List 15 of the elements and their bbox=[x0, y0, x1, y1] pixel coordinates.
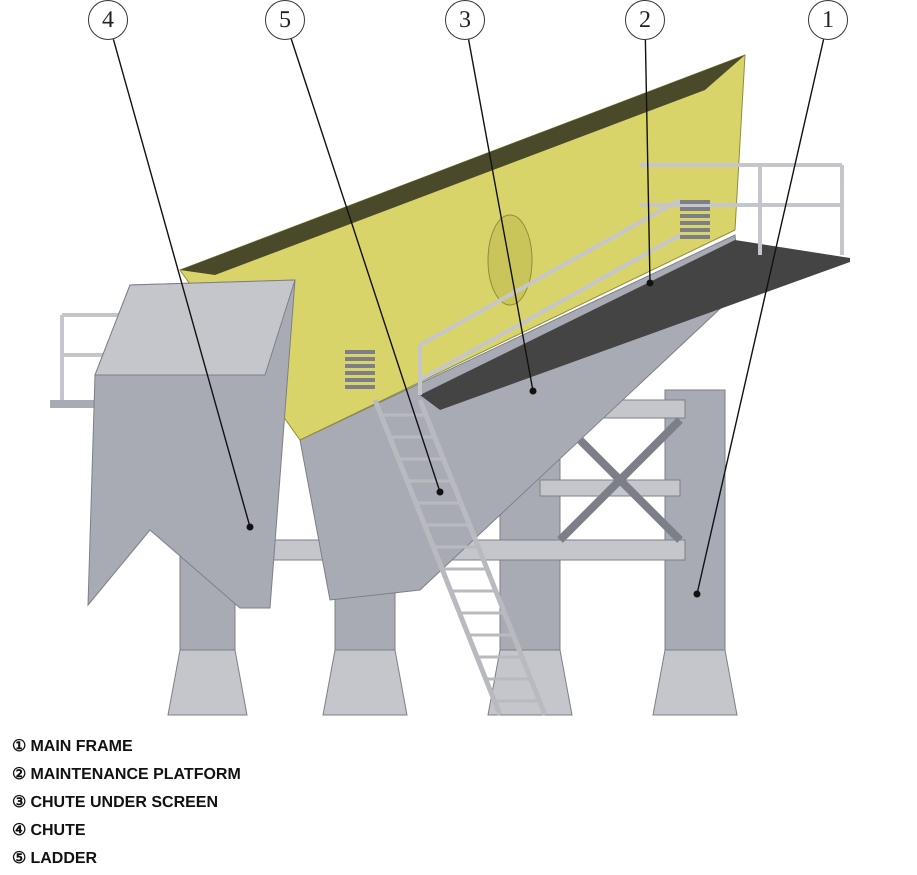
leader-line bbox=[468, 40, 536, 394]
legend-entry: ② MAINTENANCE PLATFORM bbox=[12, 765, 241, 784]
legend-entry: ③ CHUTE UNDER SCREEN bbox=[12, 793, 218, 812]
callout-number: 2 bbox=[625, 0, 665, 40]
callout-number: 1 bbox=[808, 0, 848, 40]
callout-number: 5 bbox=[265, 0, 305, 40]
legend-entry: ① MAIN FRAME bbox=[12, 737, 133, 756]
leader-line bbox=[112, 39, 254, 530]
legend-entry: ④ CHUTE bbox=[12, 821, 86, 840]
leader-line bbox=[694, 39, 824, 598]
leader-line bbox=[290, 38, 444, 496]
callout-number: 4 bbox=[88, 0, 128, 40]
callout-number: 3 bbox=[445, 0, 485, 40]
leader-line bbox=[644, 40, 654, 286]
legend-entry: ⑤ LADDER bbox=[12, 849, 98, 868]
